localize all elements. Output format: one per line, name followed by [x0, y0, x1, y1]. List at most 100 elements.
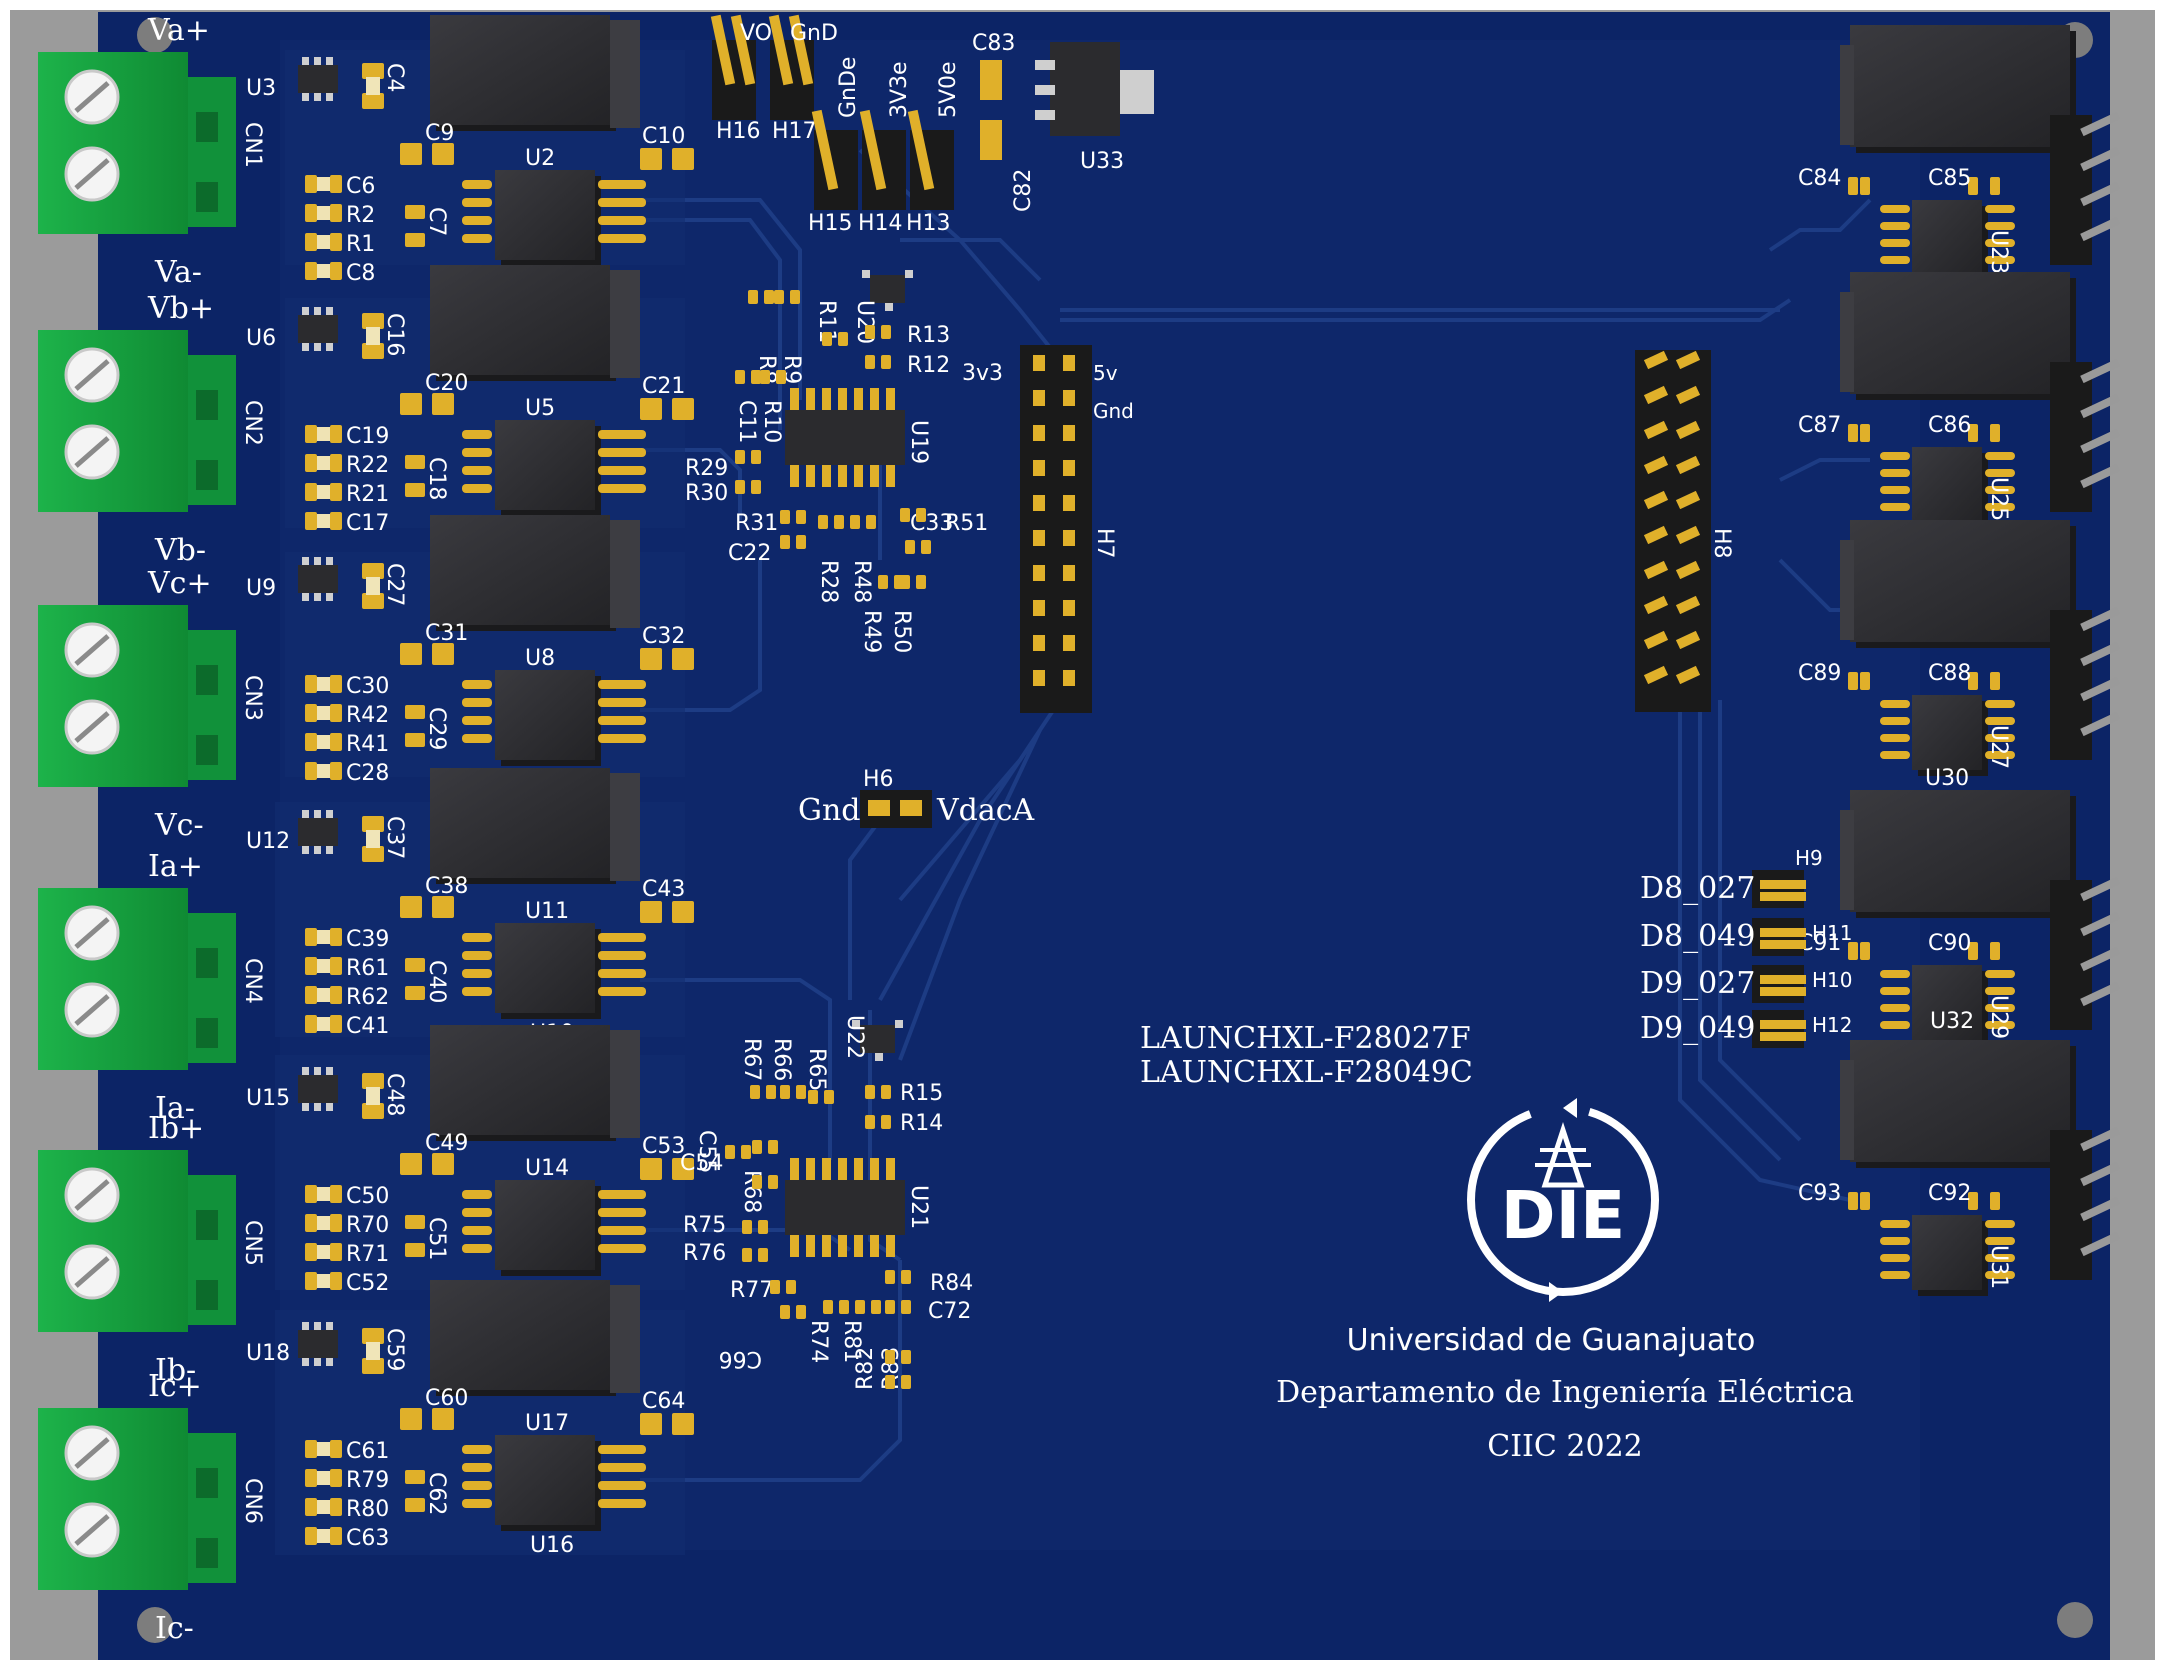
part-label: C17 — [346, 511, 389, 536]
die-logo: DIE — [1467, 1098, 1659, 1302]
header-h7: 3v3 5v Gnd H7 — [962, 345, 1134, 713]
h14-top-label: 3V3e — [887, 61, 912, 118]
part-label: R79 — [346, 1468, 389, 1493]
u19-label: U19 — [906, 420, 931, 464]
relay-u17 — [430, 1280, 616, 1396]
die-logo-text: DIE — [1501, 1177, 1625, 1254]
jumper-ref-label: H12 — [1812, 1013, 1853, 1037]
jumper-label: D8_049 — [1640, 919, 1755, 954]
ic-label: U25 — [1986, 477, 2011, 521]
part-label: R15 — [900, 1081, 943, 1106]
part-label: C22 — [728, 541, 771, 566]
part-label: R65 — [804, 1048, 829, 1091]
input-channels: U3C4C9C10U2U1C6R2R1C8C7U6C16C20C21U5U4C1… — [246, 15, 694, 1558]
part-label: R14 — [900, 1111, 943, 1136]
channel-1: U3C4C9C10U2U1C6R2R1C8C7 — [246, 15, 694, 293]
ic-u21 — [785, 1180, 905, 1235]
cap-label: C53 — [642, 1134, 685, 1159]
u22-label: U22 — [842, 1015, 867, 1059]
relay — [1850, 1040, 2076, 1168]
part-label: R51 — [945, 511, 988, 536]
mounting-hole — [137, 17, 173, 53]
connector-minus-label: Vc- — [154, 808, 204, 843]
part-label: C28 — [346, 761, 389, 786]
part-label: C63 — [346, 1526, 389, 1551]
u21-label: U21 — [906, 1185, 931, 1229]
jumper-label: D8_027 — [1640, 871, 1755, 906]
ic-label: U23 — [1986, 230, 2011, 274]
ic-label: U29 — [1986, 995, 2011, 1039]
part-label: R48 — [849, 560, 874, 603]
amp-u13 — [495, 1180, 601, 1276]
connector-minus-label: Vb- — [154, 533, 206, 568]
terminal-blocks: CN1Va+Va-CN2Vb+Vb-CN3Vc+Vc-CN4Ia+Ia-CN5I… — [38, 13, 265, 1646]
relay-u14 — [430, 1025, 616, 1141]
h17-label: H17 — [772, 119, 817, 144]
cap-label: C16 — [382, 313, 407, 356]
part-label: R82 — [853, 1347, 878, 1390]
part-label: R75 — [683, 1213, 726, 1238]
mounting-hole — [2057, 1602, 2093, 1638]
connector-minus-label: Ib- — [155, 1353, 196, 1388]
part-label: R30 — [685, 481, 728, 506]
connector-plus-label: Va+ — [147, 13, 210, 48]
cap-label: C21 — [642, 374, 685, 399]
part-label: C6 — [346, 174, 375, 199]
ic-label: U31 — [1986, 1245, 2011, 1289]
part-label: R29 — [685, 456, 728, 481]
part-label: R61 — [346, 956, 389, 981]
cap-label: C32 — [642, 624, 685, 649]
cap-label: C51 — [424, 1217, 449, 1260]
cap-label: C62 — [424, 1472, 449, 1515]
part-label: R50 — [889, 610, 914, 653]
relay-label: U17 — [525, 1411, 569, 1436]
cap-label: C49 — [425, 1131, 468, 1156]
channel-3: U9C27C31C32U8U7C30R42R41C28C29 — [246, 515, 694, 793]
part-label: R49 — [859, 610, 884, 653]
ic-label: U27 — [1986, 725, 2011, 769]
relay-label: U5 — [525, 396, 555, 421]
connector-plus-label: Ia+ — [148, 849, 203, 884]
small-ic — [298, 315, 338, 343]
cap-label: C93 — [1798, 1181, 1841, 1206]
part-label: R21 — [346, 482, 389, 507]
cap-label: C92 — [1928, 1181, 1971, 1206]
cap-label: C38 — [425, 874, 468, 899]
channel-2: U6C16C20C21U5U4C19R22R21C17C18 — [246, 265, 694, 543]
connector-minus-label: Ia- — [155, 1091, 195, 1126]
h7-label: H7 — [1092, 528, 1117, 559]
part-label: R76 — [683, 1241, 726, 1266]
cap-label: C60 — [425, 1386, 468, 1411]
cap-label: C48 — [382, 1073, 407, 1116]
h16-label: H16 — [716, 119, 761, 144]
relay-u8 — [430, 515, 616, 631]
part-label: R10 — [759, 400, 784, 443]
amp-u7 — [495, 670, 601, 766]
cap-label: C18 — [424, 457, 449, 500]
part-label: R13 — [907, 323, 950, 348]
h7-5v-label: 5v — [1093, 361, 1118, 385]
part-label: C52 — [346, 1271, 389, 1296]
jumper-ref-label: H11 — [1812, 921, 1853, 945]
small-ic-label: U6 — [246, 326, 276, 351]
small-ic — [298, 818, 338, 846]
h6-vdaca-label: VdacA — [936, 793, 1035, 828]
header-h8: H8 — [1635, 350, 1734, 712]
connector-minus-label: Va- — [154, 255, 202, 290]
part-label: R77 — [730, 1278, 773, 1303]
part-label: R12 — [907, 353, 950, 378]
connector-ref-label: CN6 — [240, 1478, 265, 1524]
small-ic — [1912, 1215, 1988, 1296]
university-label: Universidad de Guanajuato — [1347, 1323, 1756, 1358]
part-label: R22 — [346, 453, 389, 478]
relay-label: U11 — [525, 899, 569, 924]
